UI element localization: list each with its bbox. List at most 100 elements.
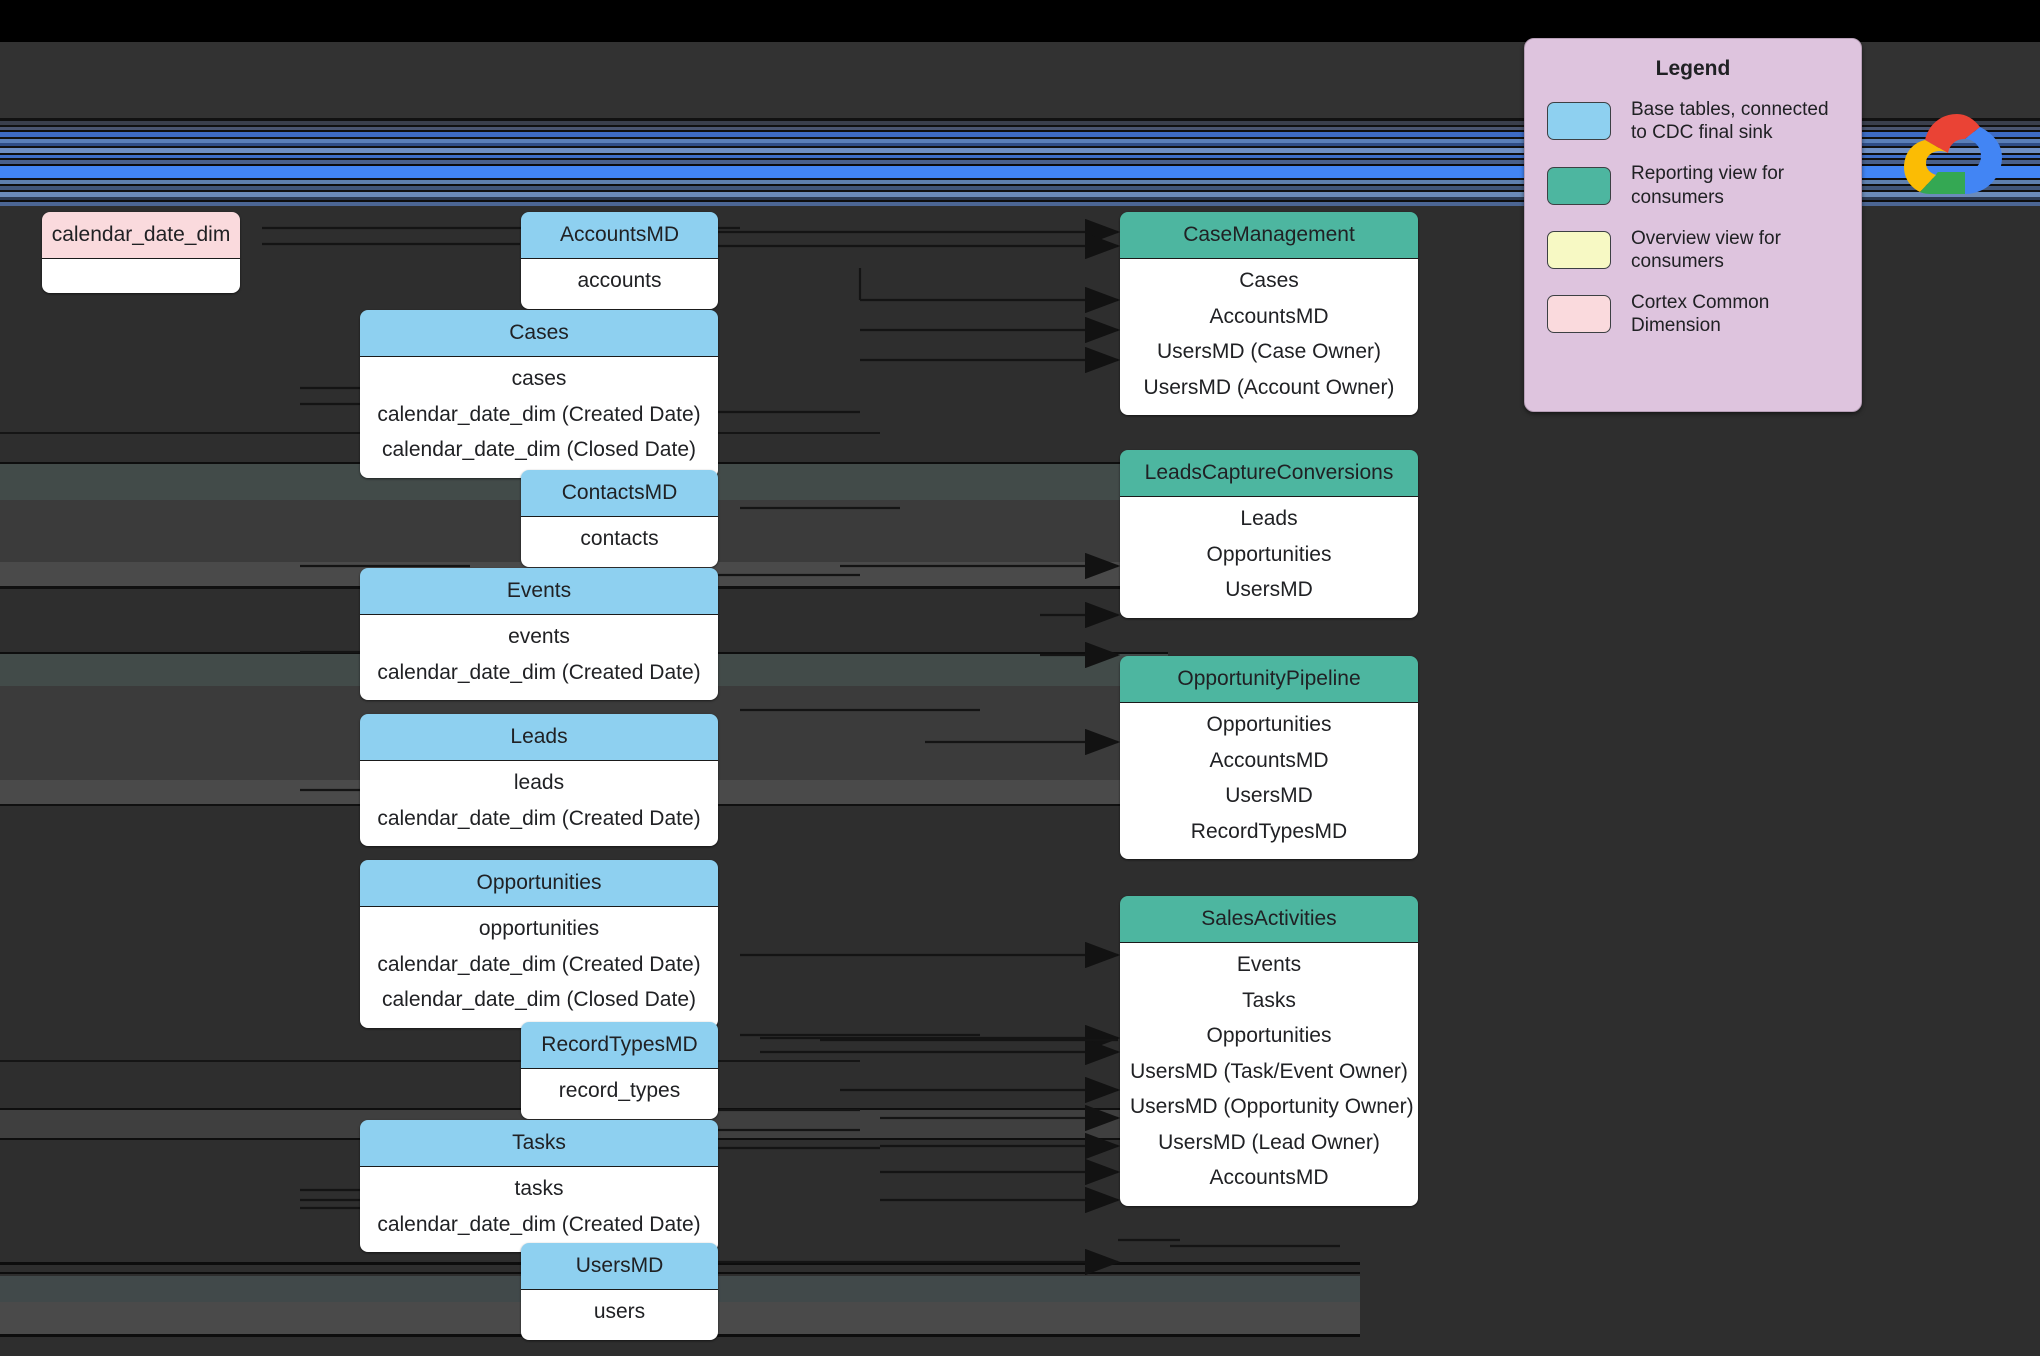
node-row: AccountsMD <box>1209 748 1329 772</box>
node-row: UsersMD (Task/Event Owner) <box>1130 1059 1408 1083</box>
legend-swatch-cortex-dimension <box>1547 295 1611 334</box>
node-tasks[interactable]: Tasks tasks calendar_date_dim (Created D… <box>360 1120 718 1253</box>
artifact-scanline <box>0 139 2040 143</box>
node-opportunities[interactable]: Opportunities opportunities calendar_dat… <box>360 860 718 1028</box>
artifact-scanline <box>0 148 2040 153</box>
node-title: Tasks <box>360 1120 718 1167</box>
node-row: calendar_date_dim (Created Date) <box>377 660 701 684</box>
legend-label: Cortex Common Dimension <box>1631 292 1770 337</box>
artifact-scanline <box>0 160 2040 164</box>
legend-panel: Legend Base tables, connected to CDC fin… <box>1524 38 1862 412</box>
node-row: cases <box>511 367 567 390</box>
node-row: UsersMD (Opportunity Owner) <box>1130 1095 1414 1119</box>
legend-label: Base tables, connected to CDC final sink <box>1631 99 1829 144</box>
node-title: Events <box>360 568 718 615</box>
node-row: opportunities <box>478 917 600 940</box>
node-row: UsersMD <box>1225 784 1313 808</box>
legend-label: Overview view for consumers <box>1631 227 1781 272</box>
node-row: UsersMD (Case Owner) <box>1156 340 1382 364</box>
node-case-management[interactable]: CaseManagement Cases AccountsMD UsersMD … <box>1120 212 1418 416</box>
node-leads-capture-conversions[interactable]: LeadsCaptureConversions Leads Opportunit… <box>1120 450 1418 618</box>
node-body: Events Tasks Opportunities UsersMD (Task… <box>1120 943 1418 1206</box>
node-cases[interactable]: Cases cases calendar_date_dim (Created D… <box>360 310 718 478</box>
node-title: Leads <box>360 714 718 761</box>
node-row: Opportunities <box>1206 1024 1332 1048</box>
node-title: CaseManagement <box>1120 212 1418 259</box>
node-row: leads <box>513 771 565 794</box>
legend-item-overview-view: Overview view for consumers <box>1525 218 1861 282</box>
node-row: calendar_date_dim (Closed Date) <box>381 438 696 462</box>
artifact-scanline <box>0 153 2040 155</box>
node-row: users <box>593 1300 646 1323</box>
node-row: Leads <box>1240 507 1298 530</box>
legend-title: Legend <box>1655 57 1731 80</box>
node-row: calendar_date_dim (Closed Date) <box>381 988 696 1012</box>
node-row: UsersMD (Account Owner) <box>1143 375 1395 399</box>
node-row: Cases <box>1239 269 1299 292</box>
artifact-scanline <box>0 125 2040 127</box>
node-row: contacts <box>580 527 659 550</box>
artifact-scanline <box>0 132 2040 137</box>
legend-item-reporting-view: Reporting view for consumers <box>1525 153 1861 217</box>
artifact-scanline <box>0 158 2040 160</box>
artifact-scanline <box>0 143 2040 146</box>
node-title: UsersMD <box>521 1243 718 1290</box>
node-body: opportunities calendar_date_dim (Created… <box>360 907 718 1028</box>
node-row: events <box>508 625 570 648</box>
node-title: LeadsCaptureConversions <box>1120 450 1418 497</box>
node-row: AccountsMD <box>1209 304 1329 328</box>
artifact-scanline <box>0 190 2040 192</box>
artifact-scanline <box>0 197 2040 200</box>
node-row: Tasks <box>1242 988 1296 1012</box>
node-body: events calendar_date_dim (Created Date) <box>360 615 718 701</box>
node-calendar-date-dim[interactable]: calendar_date_dim <box>42 212 240 293</box>
node-body: record_types <box>521 1069 718 1119</box>
node-opportunity-pipeline[interactable]: OpportunityPipeline Opportunities Accoun… <box>1120 656 1418 860</box>
artifact-scanline <box>0 127 2040 130</box>
artifact-scanline <box>0 186 2040 190</box>
node-events[interactable]: Events events calendar_date_dim (Created… <box>360 568 718 701</box>
node-body: contacts <box>521 517 718 567</box>
node-row: RecordTypesMD <box>1190 819 1348 843</box>
node-body: tasks calendar_date_dim (Created Date) <box>360 1167 718 1253</box>
artifact-scanline <box>0 200 2040 202</box>
node-row: Opportunities <box>1206 542 1332 566</box>
node-body: Opportunities AccountsMD UsersMD RecordT… <box>1120 703 1418 860</box>
node-title: ContactsMD <box>521 470 718 517</box>
node-title: Cases <box>360 310 718 357</box>
node-contacts-md[interactable]: ContactsMD contacts <box>521 470 718 567</box>
artifact-scanline <box>0 202 2040 206</box>
node-record-types-md[interactable]: RecordTypesMD record_types <box>521 1022 718 1119</box>
node-row: calendar_date_dim (Created Date) <box>377 1212 701 1236</box>
node-accounts-md[interactable]: AccountsMD accounts <box>521 212 718 309</box>
node-title: Opportunities <box>360 860 718 907</box>
artifact-scanline <box>0 118 2040 121</box>
node-row: record_types <box>558 1079 681 1102</box>
legend-swatch-reporting-view <box>1547 166 1611 205</box>
node-body: users <box>521 1290 718 1340</box>
artifact-scanline <box>0 137 2040 139</box>
node-body: cases calendar_date_dim (Created Date) c… <box>360 357 718 478</box>
node-body: accounts <box>521 259 718 309</box>
artifact-scanline <box>0 192 2040 197</box>
node-row: calendar_date_dim (Created Date) <box>377 952 701 976</box>
node-body: leads calendar_date_dim (Created Date) <box>360 761 718 847</box>
node-title: AccountsMD <box>521 212 718 259</box>
node-leads[interactable]: Leads leads calendar_date_dim (Created D… <box>360 714 718 847</box>
node-row: AccountsMD <box>1209 1166 1329 1190</box>
artifact-scanline <box>0 184 2040 186</box>
node-row: Opportunities <box>1206 713 1332 736</box>
artifact-scanline <box>0 121 2040 125</box>
node-users-md[interactable]: UsersMD users <box>521 1243 718 1340</box>
node-row: calendar_date_dim (Created Date) <box>377 402 701 426</box>
artifact-scanline <box>0 180 2040 184</box>
node-row: UsersMD (Lead Owner) <box>1158 1130 1380 1154</box>
artifact-scanline <box>0 164 2040 166</box>
node-row: UsersMD <box>1225 578 1313 602</box>
legend-label: Reporting view for consumers <box>1631 163 1785 208</box>
node-title: OpportunityPipeline <box>1120 656 1418 703</box>
node-body: Cases AccountsMD UsersMD (Case Owner) Us… <box>1120 259 1418 416</box>
artifact-scanline <box>0 130 2040 132</box>
node-sales-activities[interactable]: SalesActivities Events Tasks Opportuniti… <box>1120 896 1418 1206</box>
